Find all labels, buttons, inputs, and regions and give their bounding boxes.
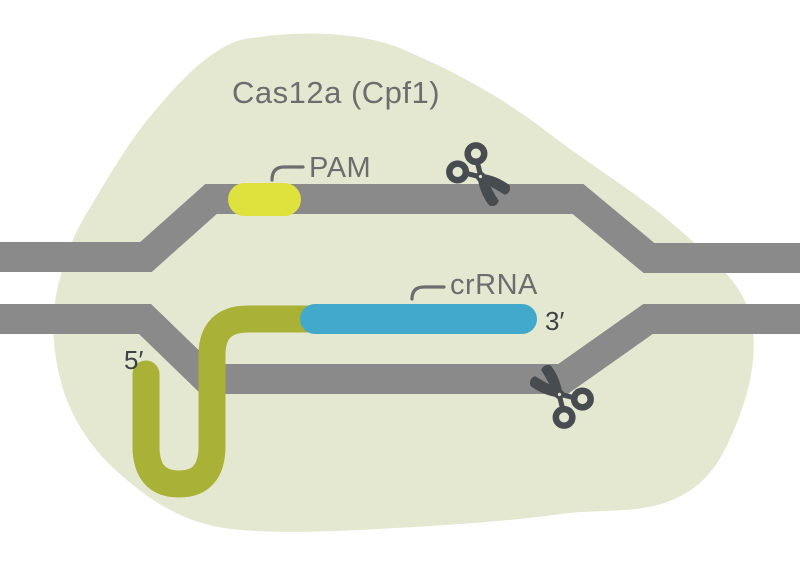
crrna-spacer (300, 304, 537, 334)
scissors-handle-ring (446, 160, 470, 184)
diagram-title: Cas12a (Cpf1) (232, 75, 440, 110)
scissors-handle-ring (570, 387, 594, 411)
crrna-scaffold-loop (132, 305, 329, 498)
crrna-label: crRNA (450, 269, 538, 301)
scissors-handle-ring (464, 142, 488, 166)
pam-label: PAM (309, 152, 371, 184)
dna-bottom-strand (0, 304, 800, 394)
crrna-pointer-line (410, 285, 446, 301)
scissors-pivot (554, 389, 565, 400)
scissors-blade (541, 364, 563, 399)
pam-pointer-line (270, 165, 305, 182)
three-prime-label: 3′ (545, 306, 564, 336)
scissors-icon-bottom-cut (529, 364, 594, 429)
scissors-icon-top-cut (446, 142, 511, 207)
scissors-blade (477, 172, 499, 207)
scissors-handle-ring (552, 405, 576, 429)
dna-top-strand (0, 184, 800, 273)
scissors-pivot (475, 171, 486, 182)
five-prime-label: 5′ (124, 345, 143, 375)
pam-site (228, 183, 301, 216)
